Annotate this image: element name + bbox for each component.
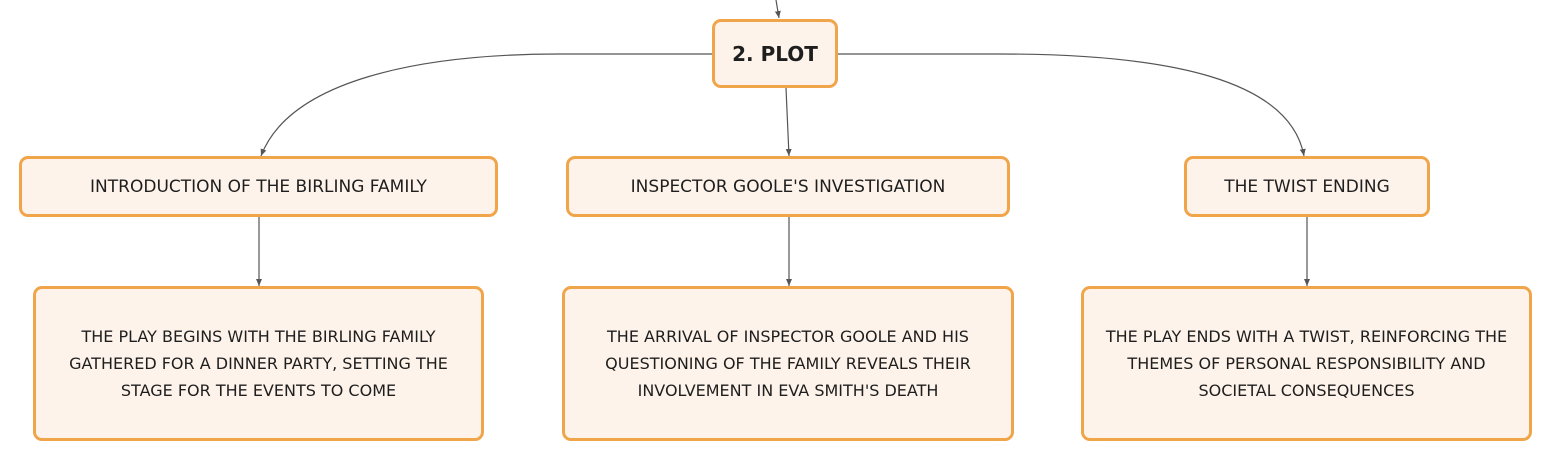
edge-root-to-branch-2 (785, 87, 792, 157)
branch-node-label: INTRODUCTION OF THE BIRLING FAMILY (90, 176, 427, 197)
edge-root-to-branch-3 (838, 53, 1306, 157)
root-node-label: 2. PLOT (732, 41, 818, 66)
branch-node-twist-ending[interactable]: THE TWIST ENDING (1184, 156, 1430, 217)
leaf-node-text: THE PLAY BEGINS WITH THE BIRLING FAMILY … (69, 327, 448, 400)
branch-node-label: THE TWIST ENDING (1224, 176, 1390, 197)
branch-node-introduction[interactable]: INTRODUCTION OF THE BIRLING FAMILY (19, 156, 498, 217)
branch-node-label: INSPECTOR GOOLE'S INVESTIGATION (630, 176, 946, 197)
leaf-node-investigation-detail[interactable]: THE ARRIVAL OF INSPECTOR GOOLE AND HIS Q… (562, 286, 1014, 441)
edge-root-to-branch-1 (260, 53, 712, 157)
leaf-node-introduction-detail[interactable]: THE PLAY BEGINS WITH THE BIRLING FAMILY … (33, 286, 484, 441)
leaf-node-text: THE PLAY ENDS WITH A TWIST, REINFORCING … (1105, 327, 1508, 400)
branch-node-investigation[interactable]: INSPECTOR GOOLE'S INVESTIGATION (566, 156, 1010, 217)
leaf-node-twist-ending-detail[interactable]: THE PLAY ENDS WITH A TWIST, REINFORCING … (1081, 286, 1532, 441)
edge-parent-to-root (774, 0, 781, 19)
root-node-plot[interactable]: 2. PLOT (712, 19, 838, 88)
leaf-node-text: THE ARRIVAL OF INSPECTOR GOOLE AND HIS Q… (605, 327, 971, 400)
